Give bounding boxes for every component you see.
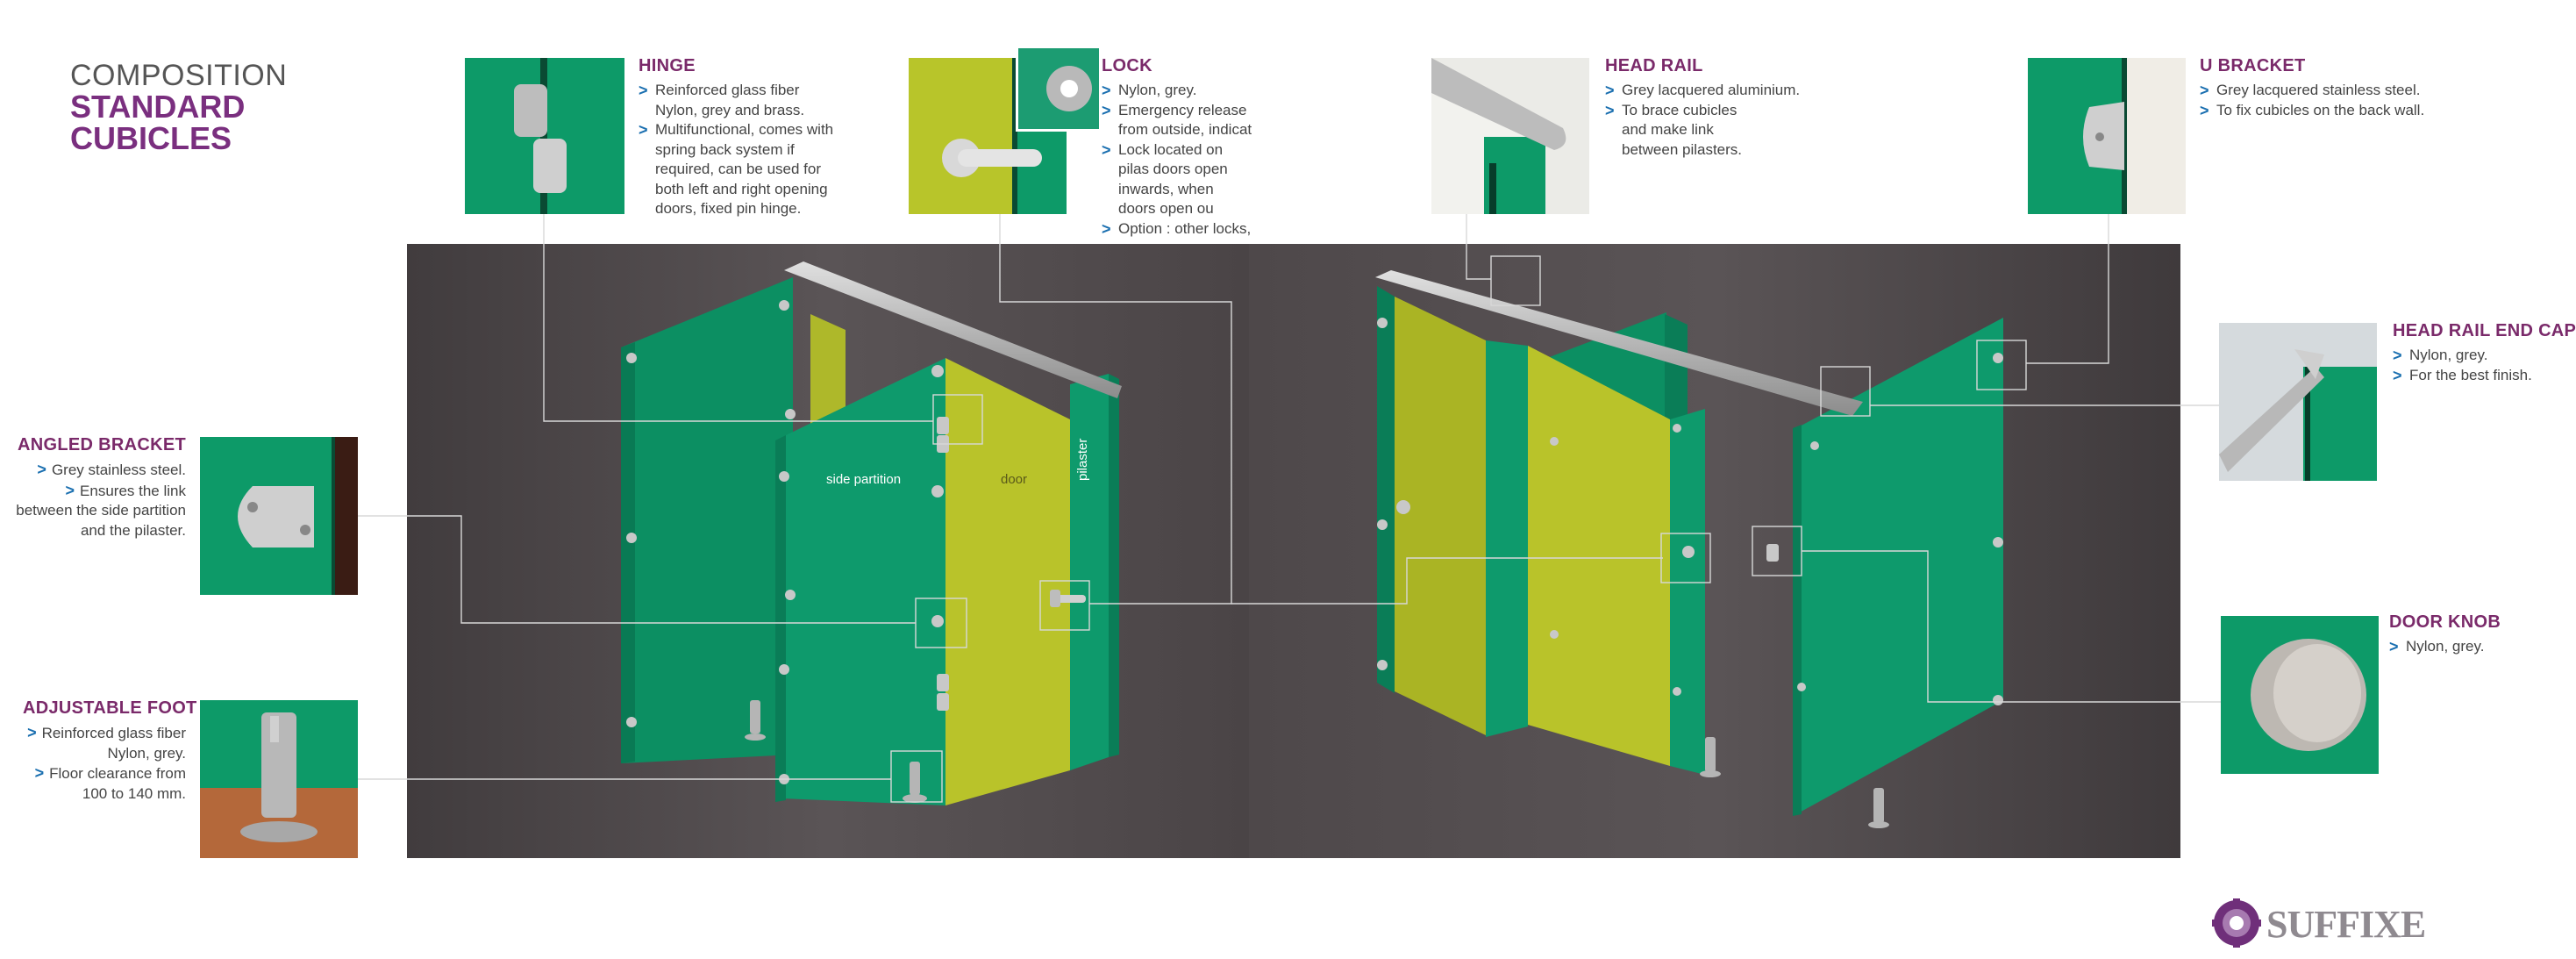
door-knob-icon: [2221, 616, 2379, 774]
lock-item-4: Option : other locks,: [1102, 219, 1254, 240]
title-line-1: COMPOSITION: [70, 59, 288, 92]
head-rail-callout: HEAD RAIL Grey lacquered aluminium. To b…: [1605, 56, 1816, 160]
angled-bracket-item-2: Ensures the link between the side partit…: [5, 481, 186, 541]
end-cap-thumbnail: [2219, 323, 2377, 481]
hinge-item-1: Reinforced glass fiber Nylon, grey and b…: [639, 81, 840, 120]
head-rail-thumbnail: [1431, 58, 1589, 214]
end-cap-callout: HEAD RAIL END CAP Nylon, grey. For the b…: [2393, 321, 2576, 386]
door-knob-item-1: Nylon, grey.: [2389, 637, 2565, 657]
u-bracket-icon: [2028, 58, 2186, 214]
adjustable-foot-heading: ADJUSTABLE FOOT: [23, 698, 197, 718]
angled-bracket-item-1: Grey stainless steel.: [5, 460, 186, 481]
door-knob-heading: DOOR KNOB: [2389, 612, 2501, 632]
u-bracket-heading: U BRACKET: [2200, 56, 2306, 75]
lock-item-1: Nylon, grey.: [1102, 81, 1254, 101]
label-pilaster: pilaster: [1075, 438, 1090, 481]
end-cap-item-1: Nylon, grey.: [2393, 346, 2568, 366]
lock-inset-thumbnail: [1016, 46, 1102, 132]
end-cap-icon: [2219, 323, 2377, 481]
head-rail-heading: HEAD RAIL: [1605, 56, 1703, 75]
hinge-thumbnail: [465, 58, 624, 214]
adjustable-foot-thumbnail: [200, 700, 358, 858]
lock-item-2: Emergency release from outside, indicat: [1102, 101, 1254, 140]
brand-logo-icon: [2212, 898, 2261, 948]
door-knob-thumbnail: [2221, 616, 2379, 774]
hinge-callout: HINGE Reinforced glass fiber Nylon, grey…: [639, 56, 840, 219]
adjustable-foot-callout: ADJUSTABLE FOOT Reinforced glass fiber N…: [23, 698, 197, 804]
hinge-heading: HINGE: [639, 56, 696, 75]
label-side-partition: side partition: [826, 472, 902, 487]
adjustable-foot-item-1: Reinforced glass fiber Nylon, grey.: [23, 723, 186, 763]
adjustable-foot-item-2: Floor clearance from 100 to 140 mm.: [23, 763, 186, 804]
title-line-2: STANDARD: [70, 89, 246, 125]
angled-bracket-icon: [200, 437, 358, 595]
hinge-item-2: Multifunctional, comes with spring back …: [639, 120, 840, 219]
adjustable-foot-icon: [200, 700, 358, 858]
u-bracket-callout: U BRACKET Grey lacquered stainless steel…: [2200, 56, 2454, 120]
lock-heading: LOCK: [1102, 56, 1152, 75]
lock-indicator-icon: [1018, 48, 1099, 129]
head-rail-icon: [1431, 58, 1589, 214]
u-bracket-item-2: To fix cubicles on the back wall.: [2200, 101, 2454, 121]
cubicle-illustration: [407, 244, 2180, 858]
brand-logo: SUFFIXE: [2212, 898, 2459, 948]
head-rail-item-1: Grey lacquered aluminium.: [1605, 81, 1816, 101]
head-rail-item-2: To brace cubicles and make link between …: [1605, 101, 1753, 161]
cubicle-scene: side partition door pilaster: [407, 244, 2180, 858]
label-door: door: [1001, 472, 1028, 487]
angled-bracket-heading: ANGLED BRACKET: [18, 435, 186, 454]
end-cap-heading: HEAD RAIL END CAP: [2393, 321, 2576, 340]
lock-item-3: Lock located on pilas doors open inwards…: [1102, 140, 1254, 219]
hinge-icon: [465, 58, 624, 214]
u-bracket-item-1: Grey lacquered stainless steel.: [2200, 81, 2454, 101]
angled-bracket-thumbnail: [200, 437, 358, 595]
end-cap-item-2: For the best finish.: [2393, 366, 2568, 386]
title-line-3: CUBICLES: [70, 120, 232, 156]
door-knob-callout: DOOR KNOB Nylon, grey.: [2389, 612, 2565, 657]
u-bracket-thumbnail: [2028, 58, 2186, 214]
lock-callout: LOCK Nylon, grey. Emergency release from…: [1102, 56, 1254, 239]
brand-name: SUFFIXE: [2266, 903, 2426, 946]
page-title: COMPOSITION STANDARD CUBICLES: [70, 60, 287, 154]
angled-bracket-callout: ANGLED BRACKET Grey stainless steel. Ens…: [5, 435, 186, 540]
